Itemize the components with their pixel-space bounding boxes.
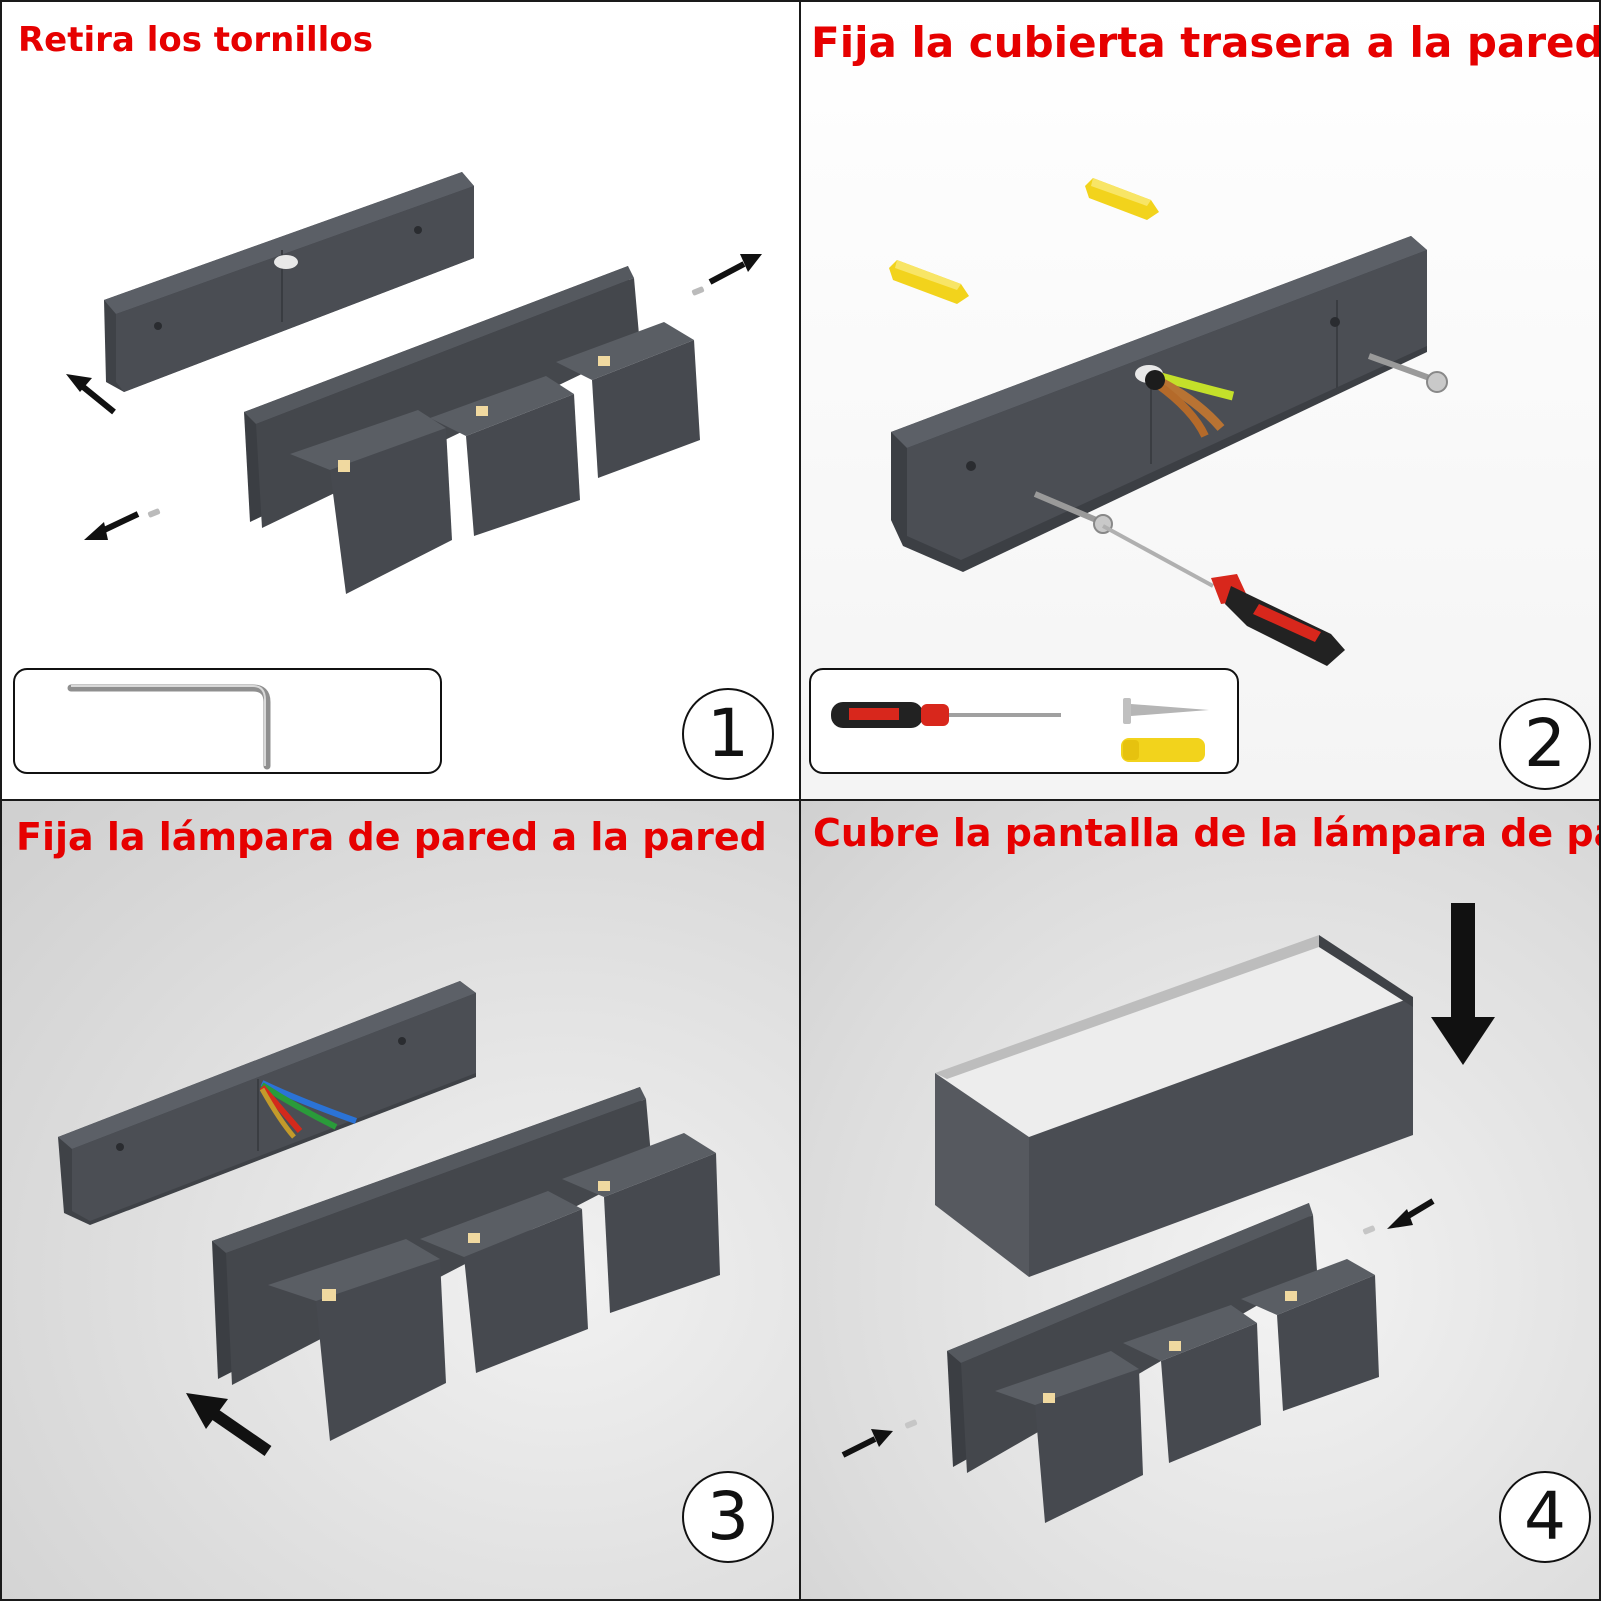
step-3-title: Fija la lámpara de pared a la pared — [16, 815, 767, 859]
screwdriver-icon — [1102, 524, 1345, 666]
step-4-number: 4 — [1499, 1471, 1591, 1563]
arrow-icon — [186, 1393, 272, 1456]
step-2-illustration — [889, 178, 1448, 666]
step-2-panel: Fija la cubierta trasera a la pared — [801, 0, 1601, 801]
wall-plug-icon — [889, 178, 1159, 304]
lamp-body — [212, 1087, 720, 1441]
screwdriver-icon — [831, 702, 1061, 728]
step-4-panel: Cubre la pantalla de la lámpara de pared — [801, 801, 1601, 1601]
step-3-number: 3 — [682, 1471, 774, 1563]
wires-icon — [259, 1080, 358, 1139]
screw-icon — [147, 286, 705, 518]
arrow-icon — [841, 903, 1495, 1458]
step-3-panel: Fija la lámpara de pared a la pared — [0, 801, 801, 1601]
screw-icon — [1033, 353, 1448, 534]
back-plate — [891, 236, 1427, 572]
panel-divider — [0, 799, 1601, 801]
arrow-icon — [66, 254, 762, 540]
step-1-panel: Retira los tornillos — [0, 0, 801, 801]
back-plate — [104, 172, 474, 392]
lamp-body — [244, 266, 700, 594]
tool-set — [831, 698, 1209, 762]
step-4-illustration — [841, 903, 1495, 1523]
step-1-number: 1 — [682, 688, 774, 780]
screw-icon — [904, 1225, 1376, 1429]
step-4-title: Cubre la pantalla de la lámpara de pared — [813, 811, 1601, 855]
tool-box — [13, 668, 442, 774]
wires-icon — [1145, 370, 1235, 438]
tool-box — [809, 668, 1239, 774]
lamp-shade — [935, 935, 1413, 1277]
screw-icon — [1123, 698, 1209, 724]
step-1-illustration — [66, 172, 762, 594]
hex-key-icon — [67, 684, 271, 770]
step-2-number: 2 — [1499, 698, 1591, 790]
lamp-body — [947, 1203, 1379, 1523]
step-2-title: Fija la cubierta trasera a la pared — [811, 18, 1601, 67]
wall-plug-icon — [1121, 738, 1205, 762]
step-3-illustration — [58, 981, 720, 1456]
step-1-title: Retira los tornillos — [18, 20, 373, 60]
